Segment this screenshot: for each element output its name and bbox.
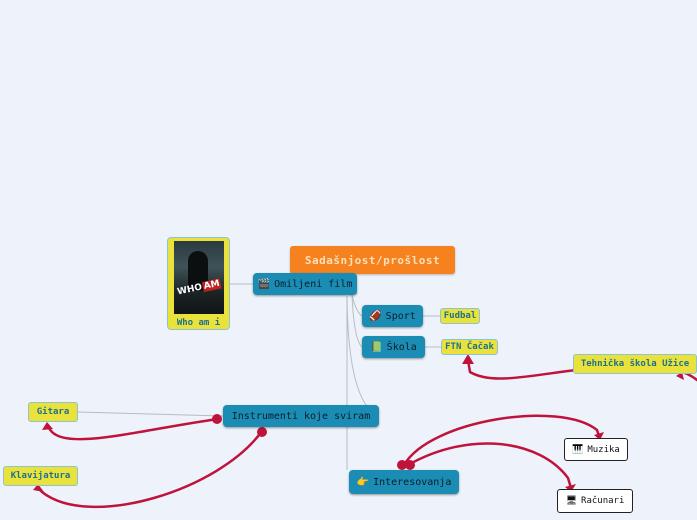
topic-label: Sport bbox=[386, 311, 416, 322]
football-icon: 🏈 bbox=[369, 311, 381, 322]
relationship-anchor bbox=[405, 460, 415, 470]
leaf-tehnicka-skola[interactable]: Tehnička škola Užice bbox=[573, 354, 697, 374]
topic-omiljeni-film[interactable]: 🎬 Omiljeni film bbox=[253, 273, 357, 295]
topic-instrumenti[interactable]: Instrumenti koje sviram bbox=[223, 405, 379, 427]
relationship-anchor bbox=[257, 427, 267, 437]
leaf-label: FTN Čačak bbox=[445, 342, 494, 352]
arrowhead bbox=[462, 354, 474, 364]
central-topic-label: Sadašnjost/prošlost bbox=[305, 254, 440, 267]
leaf-label: Fudbal bbox=[444, 311, 477, 321]
book-icon: 📗 bbox=[370, 342, 382, 353]
topic-label: Interesovanja bbox=[373, 477, 451, 488]
leaf-label: Tehnička škola Užice bbox=[581, 359, 689, 369]
film-poster-caption: Who am i bbox=[168, 318, 229, 328]
piano-icon: 🎹 bbox=[572, 445, 583, 455]
clapperboard-icon: 🎬 bbox=[258, 279, 270, 290]
leaf-label: Računari bbox=[581, 496, 624, 506]
topic-label: Instrumenti koje sviram bbox=[232, 411, 370, 422]
connector-skola bbox=[352, 295, 362, 347]
relationship-anchor bbox=[212, 414, 222, 424]
topic-skola[interactable]: 📗 Škola bbox=[362, 336, 425, 358]
arrowhead bbox=[42, 422, 53, 430]
leaf-gitara[interactable]: Gitara bbox=[28, 402, 78, 422]
topic-sport[interactable]: 🏈 Sport bbox=[362, 305, 423, 327]
leaf-racunari[interactable]: 🖥 Računari bbox=[557, 489, 633, 513]
connector-gitara bbox=[78, 412, 223, 416]
leaf-label: Muzika bbox=[587, 445, 620, 455]
leaf-fudbal[interactable]: Fudbal bbox=[440, 308, 480, 324]
pointing-hand-icon: 👉 bbox=[357, 477, 369, 488]
leaf-label: Klavijatura bbox=[11, 471, 71, 481]
leaf-ftn-cacak[interactable]: FTN Čačak bbox=[441, 339, 498, 355]
relationship-instrumenti-gitara bbox=[47, 419, 218, 439]
topic-interesovanja[interactable]: 👉 Interesovanja bbox=[349, 470, 459, 494]
central-topic[interactable]: Sadašnjost/prošlost bbox=[290, 246, 455, 274]
topic-label: Omiljeni film bbox=[274, 279, 352, 290]
topic-label: Škola bbox=[387, 342, 417, 353]
leaf-klavijatura[interactable]: Klavijatura bbox=[3, 466, 78, 486]
leaf-label: Gitara bbox=[37, 407, 70, 417]
computer-icon: 🖥 bbox=[566, 496, 577, 506]
leaf-muzika[interactable]: 🎹 Muzika bbox=[564, 438, 628, 461]
